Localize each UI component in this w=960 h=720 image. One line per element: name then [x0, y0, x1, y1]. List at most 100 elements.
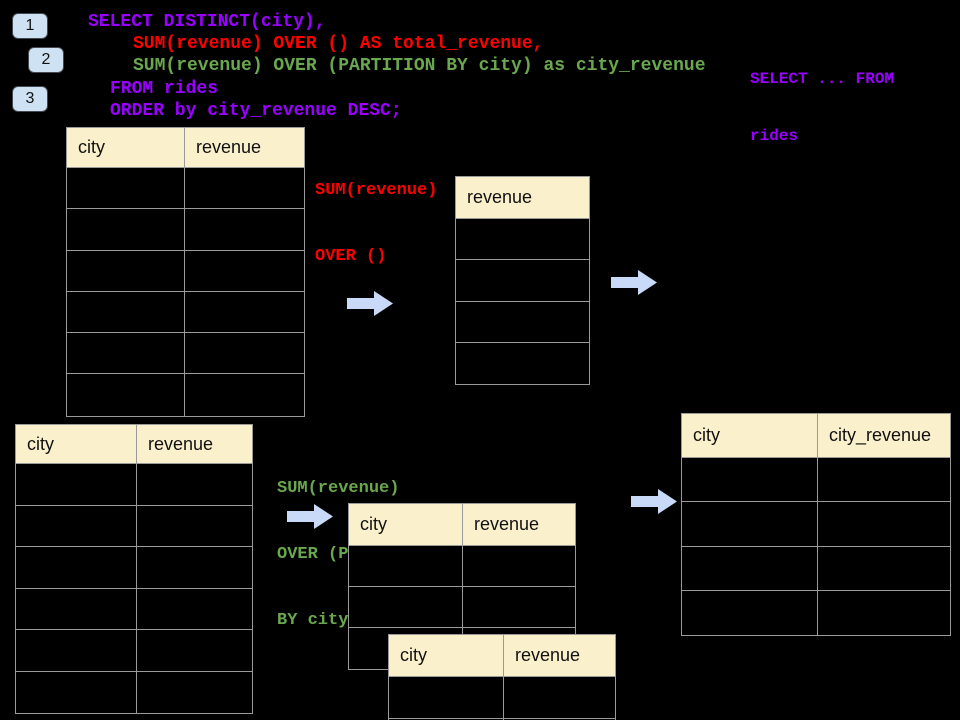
table-row [456, 219, 589, 261]
header-cell-city: city [67, 128, 185, 168]
empty-cell [349, 546, 463, 587]
step-badge-1: 1 [12, 13, 48, 39]
empty-cell [67, 168, 185, 210]
annotation-total-line-2: OVER () [315, 247, 387, 266]
annotation-partition-line-3: BY city) [277, 611, 359, 630]
table-row [16, 464, 252, 506]
table-row [67, 333, 304, 375]
sql-line-from: FROM rides [110, 79, 219, 99]
empty-cell [682, 458, 818, 503]
table-row [389, 677, 615, 719]
header-cell-revenue: revenue [185, 128, 304, 168]
table-row [67, 291, 304, 334]
arrow-right-icon [631, 489, 677, 514]
empty-cell [682, 590, 818, 636]
step-badge-3: 3 [12, 86, 48, 112]
empty-cell [463, 546, 575, 587]
annotation-total-revenue: SUM(revenue) OVER () [315, 136, 437, 312]
table-source-bottom: city revenue [15, 424, 253, 714]
table-row [456, 302, 589, 343]
empty-cell [67, 209, 185, 251]
table-all-revenue: revenue [455, 176, 590, 386]
empty-cell [389, 677, 504, 719]
sql-line-total-revenue: SUM(revenue) OVER () AS total_revenue, [133, 34, 544, 54]
empty-cell [16, 630, 137, 672]
table-result: city city_revenue [681, 413, 951, 637]
table-source-bottom-header: city revenue [16, 425, 252, 464]
empty-cell [185, 292, 304, 334]
header-cell-city: city [389, 635, 504, 677]
empty-cell [185, 251, 304, 292]
empty-cell [16, 671, 137, 713]
empty-cell [463, 587, 575, 628]
header-cell-city: city [16, 425, 137, 464]
table-row [16, 547, 252, 589]
empty-cell [818, 547, 950, 591]
empty-cell [456, 302, 589, 343]
arrow-right-icon [611, 270, 657, 295]
side-note-line-1: SELECT ... FROM [750, 70, 895, 88]
header-cell-revenue: revenue [463, 504, 575, 546]
empty-cell [818, 502, 950, 547]
table-row [682, 590, 950, 636]
empty-cell [137, 672, 252, 714]
header-cell-city: city [349, 504, 463, 546]
empty-cell [137, 506, 252, 547]
table-result-header: city city_revenue [682, 414, 950, 458]
table-row [456, 260, 589, 302]
annotation-partition-line-1: SUM(revenue) [277, 479, 400, 498]
empty-cell [682, 502, 818, 547]
table-row [682, 458, 950, 503]
empty-cell [185, 333, 304, 375]
empty-cell [67, 250, 185, 292]
header-cell-revenue: revenue [456, 177, 589, 219]
table-source-top-header: city revenue [67, 128, 304, 168]
sql-line-order-by: ORDER by city_revenue DESC; [110, 101, 402, 121]
header-cell-city: city [682, 414, 818, 458]
arrow-right-icon [347, 291, 393, 316]
step-badge-2: 2 [28, 47, 64, 73]
table-row [456, 343, 589, 384]
empty-cell [137, 630, 252, 672]
table-row [349, 587, 575, 628]
table-row [349, 546, 575, 587]
empty-cell [67, 333, 185, 375]
empty-cell [456, 260, 589, 302]
empty-cell [67, 374, 185, 416]
arrow-right-icon [287, 504, 333, 529]
empty-cell [185, 168, 304, 210]
empty-cell [137, 464, 252, 506]
sql-line-city-revenue: SUM(revenue) OVER (PARTITION BY city) as… [133, 56, 706, 76]
empty-cell [818, 591, 950, 635]
empty-cell [349, 587, 463, 628]
table-row [67, 250, 304, 292]
table-row [16, 588, 252, 630]
header-cell-revenue: revenue [504, 635, 615, 677]
table-row [16, 505, 252, 547]
table-partition-b-header: city revenue [389, 635, 615, 677]
sql-line-select: SELECT DISTINCT(city), [88, 12, 326, 32]
empty-cell [456, 219, 589, 261]
empty-cell [67, 291, 185, 334]
empty-cell [504, 677, 615, 719]
side-note-select-from-rides: SELECT ... FROM rides [750, 32, 894, 184]
table-row [67, 168, 304, 210]
table-row [682, 546, 950, 591]
side-note-line-2: rides [750, 127, 799, 145]
empty-cell [818, 458, 950, 503]
step-badge-1-label: 1 [25, 17, 35, 34]
table-source-top: city revenue [66, 127, 305, 417]
table-row [67, 209, 304, 251]
header-cell-revenue: revenue [137, 425, 252, 464]
empty-cell [16, 588, 137, 630]
empty-cell [185, 209, 304, 251]
empty-cell [137, 589, 252, 630]
table-row [16, 671, 252, 714]
empty-cell [682, 546, 818, 591]
empty-cell [16, 547, 137, 589]
table-row [682, 502, 950, 547]
header-cell-city-revenue: city_revenue [818, 414, 950, 458]
step-badge-2-label: 2 [41, 51, 51, 68]
table-all-revenue-header: revenue [456, 177, 589, 219]
